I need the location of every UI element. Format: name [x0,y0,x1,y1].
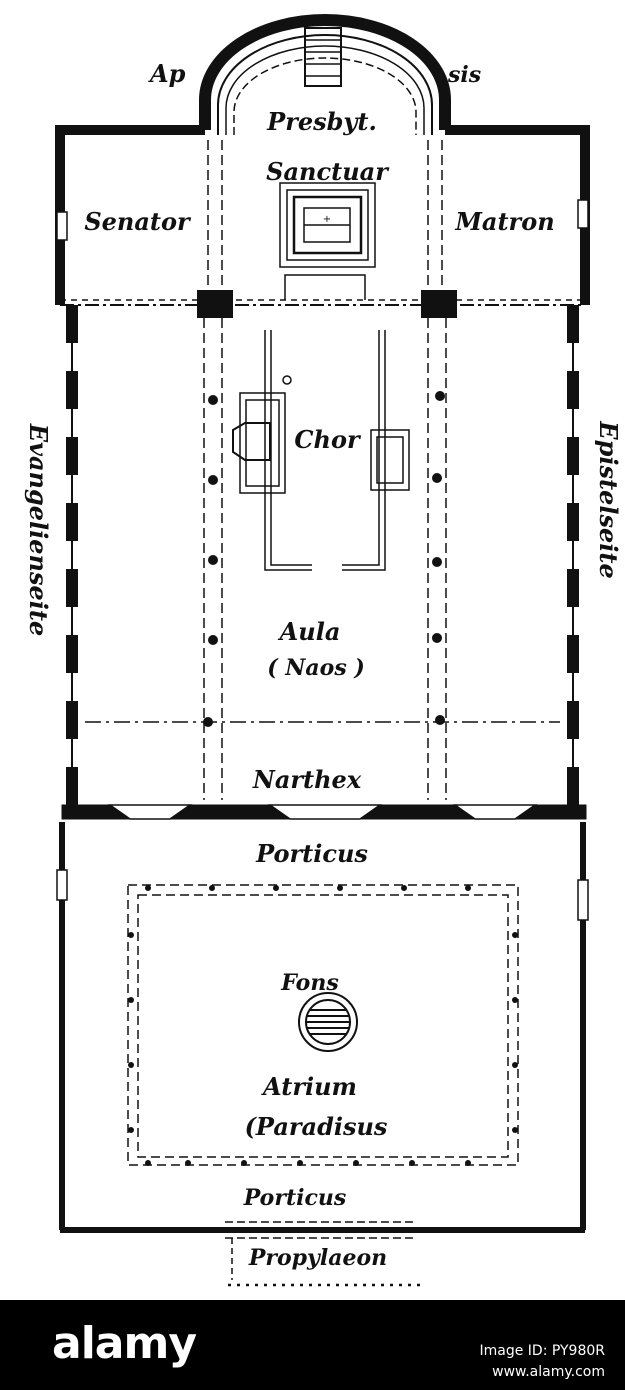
crossing-piers [197,290,457,318]
choir-enclosure [232,330,410,571]
label-chor: Chor [294,425,362,454]
label-atrium: Atrium [261,1072,357,1101]
label-propylaeon: Propylaeon [248,1245,387,1271]
alamy-logo: alamy [52,1318,197,1369]
label-senatorium: Senator [84,207,192,236]
atrium-walls [56,822,589,1233]
label-matroneum: Matron [454,207,554,236]
label-porticus-bottom: Porticus [243,1185,347,1211]
label-apsis-right: sis [447,62,481,88]
watermark-footer: alamy Image ID: PY980R www.alamy.com [0,1300,625,1390]
label-apsis-left: Ap [148,59,186,88]
nave-columns [203,391,445,727]
label-sanctuarium: Sanctuar [266,157,390,186]
label-fons: Fons [280,970,338,996]
label-porticus-top: Porticus [255,839,368,868]
label-naos: ( Naos ) [267,655,365,681]
propylaeon [225,1221,420,1287]
label-aula: Aula [278,617,341,646]
nave-walls [66,305,579,815]
label-narthex: Narthex [252,765,362,794]
atrium-columns [128,885,518,1166]
label-epistelseite: Epistelseite [594,420,623,578]
altar: + [279,182,376,300]
label-presbyterium: Presbyt. [266,107,377,136]
nave-colonnade [203,318,447,800]
label-evangelienseite: Evangelienseite [24,423,53,637]
floor-plan-drawing: + [24,14,623,1287]
narthex-wall [61,804,587,820]
fountain [298,992,358,1052]
svg-text:+: + [323,214,331,225]
sanctuary-colonnade [207,140,443,295]
sanctuary-walls [55,125,590,306]
site-url-text: www.alamy.com [492,1364,605,1380]
apse [199,14,451,135]
image-id-text: Image ID: PY980R [479,1343,605,1359]
atrium-colonnade [127,884,519,1166]
church-floor-plan: + [24,14,623,1287]
label-paradisus: (Paradisus [245,1112,388,1141]
